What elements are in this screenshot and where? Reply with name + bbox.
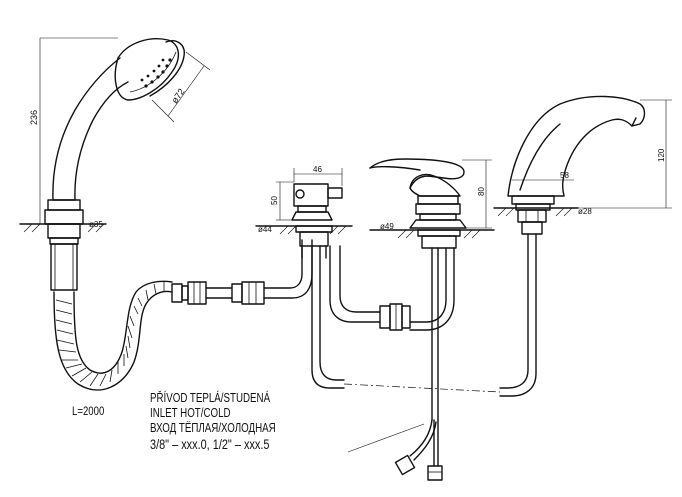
spout: 120 58 ø28 <box>493 95 672 397</box>
mixer-base-diameter-label: ø49 <box>380 222 394 231</box>
shower-head-diameter-label: ø72 <box>169 87 186 105</box>
hand-shower: ø72 236 ø35 <box>19 37 211 291</box>
valve-height-label: 50 <box>270 196 279 205</box>
shower-height-label: 236 <box>29 110 39 125</box>
flexible-hose <box>53 280 173 391</box>
inlet-hoses <box>347 419 443 481</box>
shower-spray-holes <box>140 58 172 88</box>
diverter-valve: 46 50 ø44 <box>255 165 381 389</box>
note-line-1: PŘÍVOD TEPLÁ/STUDENÁ <box>150 391 271 405</box>
shower-base-diameter-label: ø35 <box>89 220 103 229</box>
spout-height-label: 120 <box>657 148 666 162</box>
valve-width-label: 46 <box>313 165 322 174</box>
connector-pipe <box>171 239 313 305</box>
spout-base-diameter-label: ø28 <box>578 207 592 216</box>
note-line-3: ВХОД ТЁПЛАЯ/ХОЛОДНАЯ <box>150 421 276 435</box>
mixer: 80 ø49 <box>369 158 495 421</box>
center-line <box>343 383 501 393</box>
note-line-2: INLET HOT/COLD <box>150 406 231 420</box>
spout-reach-label: 58 <box>560 171 569 180</box>
valve-base-diameter-label: ø44 <box>258 225 272 234</box>
mixer-height-label: 80 <box>477 187 486 196</box>
note-line-4: 3/8" – xxx.0, 1/2" – xxx.5 <box>150 436 270 452</box>
hose-length-label: L=2000 <box>72 404 105 418</box>
